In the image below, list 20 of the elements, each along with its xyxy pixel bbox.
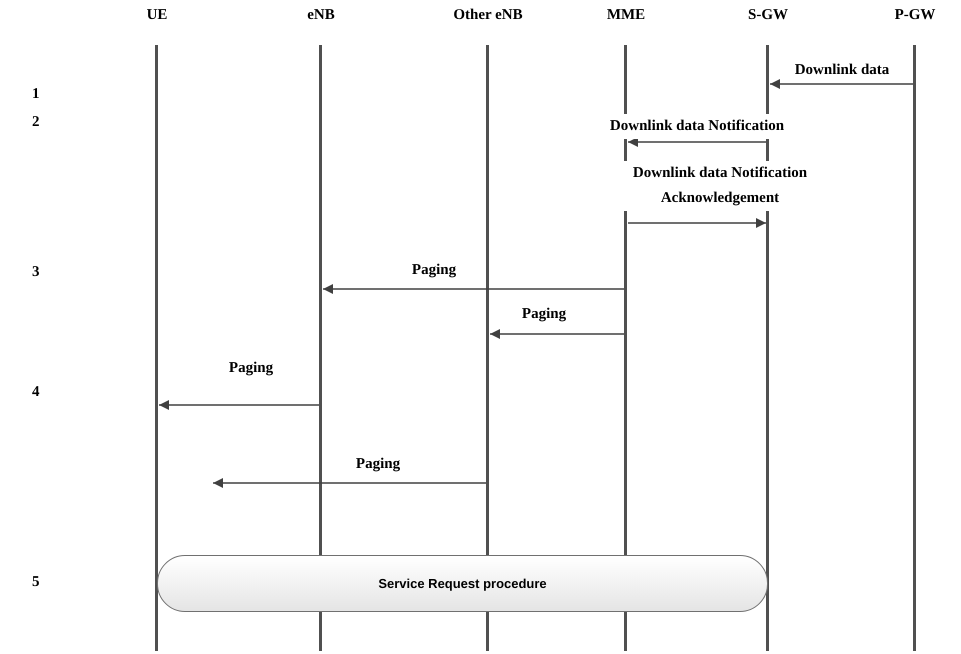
message-arrow [159, 400, 319, 410]
step-number: 3 [32, 264, 40, 281]
message-arrow [490, 329, 624, 339]
message-arrow [628, 137, 766, 147]
step-number: 5 [32, 574, 40, 591]
participant-label: S-GW [746, 7, 789, 24]
step-number: 2 [32, 114, 40, 131]
participant-label: P-GW [894, 7, 936, 24]
message-arrow [628, 218, 766, 228]
message-arrow [770, 79, 913, 89]
participant-label: eNB [306, 7, 336, 24]
procedure-box: Service Request procedure [157, 555, 768, 612]
message-arrow [323, 284, 624, 294]
step-number: 4 [32, 384, 40, 401]
message-label: Downlink data Notification [608, 114, 786, 139]
step-number: 1 [32, 86, 40, 103]
participant-label: MME [606, 7, 646, 24]
participant-label: UE [146, 7, 168, 24]
participant-label: Other eNB [452, 7, 524, 24]
message-arrow [213, 478, 486, 488]
